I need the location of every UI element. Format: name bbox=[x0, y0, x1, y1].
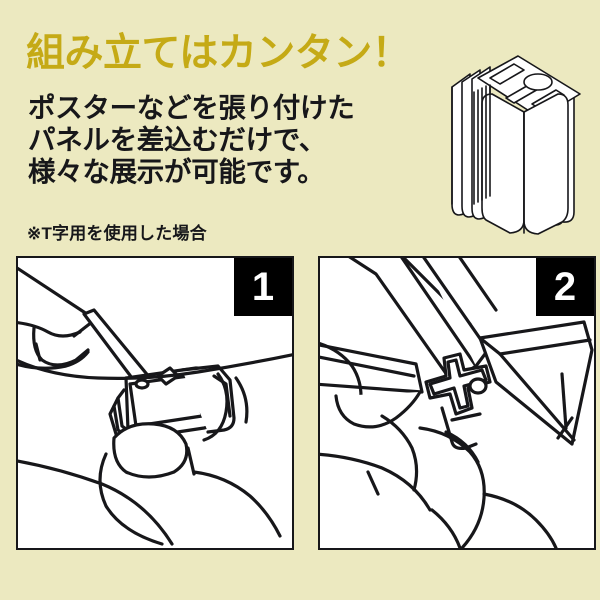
footnote-text: ※T字用を使用した場合 bbox=[27, 224, 207, 243]
page-title: 組み立てはカンタン！ bbox=[26, 32, 411, 75]
panels-assembled-in-joint bbox=[320, 258, 594, 548]
step-panel-2: 2 bbox=[318, 256, 596, 550]
step-panel-1: 1 bbox=[16, 256, 294, 550]
step-panels: 1 bbox=[16, 256, 596, 550]
description-line-1: ポスターなどを張り付けた bbox=[28, 92, 355, 123]
step-number-badge: 1 bbox=[234, 258, 292, 316]
t-joint-connector-illustration bbox=[432, 52, 596, 238]
hands-inserting-panel-into-joint bbox=[18, 258, 292, 548]
description-line-2: パネルを差込むだけで、 bbox=[28, 124, 327, 155]
step-number-badge: 2 bbox=[536, 258, 594, 316]
description-text: ポスターなどを張り付けた パネルを差込むだけで、 様々な展示が可能です。 bbox=[28, 92, 355, 188]
description-line-3: 様々な展示が可能です。 bbox=[28, 156, 325, 187]
